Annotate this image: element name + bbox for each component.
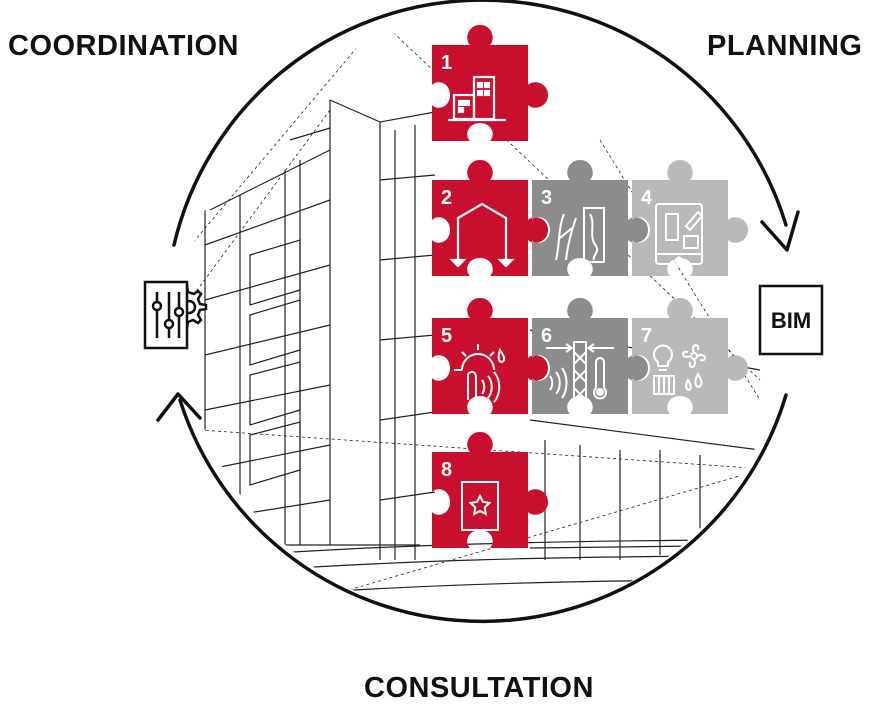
- timber-wood-icon: [555, 207, 605, 263]
- puzzle-piece-4: 4: [632, 160, 748, 276]
- piece-number: 2: [441, 187, 452, 209]
- piece-number: 8: [441, 459, 452, 481]
- cycle-arc-top: [172, 0, 788, 247]
- phase-label-coordination: COORDINATION: [8, 30, 240, 62]
- cycle-arc-right: [178, 393, 788, 624]
- cycle-arrowhead-right: [760, 210, 800, 252]
- piece-number: 1: [441, 52, 452, 74]
- weather-sun-rain-icon: [454, 344, 506, 403]
- puzzle-piece-3: 3: [532, 160, 648, 276]
- puzzle-piece-8: 8: [432, 432, 548, 548]
- certificate-star-icon: [461, 481, 499, 531]
- puzzle-piece-7: 7: [632, 298, 748, 414]
- puzzle-pieces: 1 2: [432, 25, 748, 548]
- piece-shape: [532, 298, 648, 414]
- piece-number: 6: [541, 325, 552, 347]
- structure-frame-icon: [449, 202, 515, 268]
- piece-shape: [632, 160, 748, 276]
- street-lines: [184, 539, 781, 601]
- piece-number: 5: [441, 325, 452, 347]
- phase-label-planning: PLANNING: [707, 30, 863, 62]
- piece-number: 3: [541, 187, 552, 209]
- tablet-document-icon: [655, 203, 704, 265]
- cycle-arrowhead-left: [156, 392, 202, 422]
- settings-sliders-icon: [143, 280, 208, 350]
- cycle-circle: [172, 0, 788, 624]
- bim-box: BIM: [758, 284, 824, 356]
- piece-shape: [432, 160, 548, 276]
- building-services-icon: [653, 344, 706, 395]
- building-left-facade: [204, 99, 381, 560]
- puzzle-piece-5: 5: [432, 298, 548, 414]
- piece-shape: [532, 160, 648, 276]
- puzzle-piece-6: 6: [532, 298, 648, 414]
- piece-number: 7: [641, 325, 652, 347]
- insulation-thermometer-icon: [546, 341, 614, 403]
- piece-number: 4: [641, 187, 653, 209]
- buildings-icon: [448, 75, 506, 122]
- puzzle-piece-2: 2: [432, 160, 548, 276]
- puzzle-piece-1: 1: [432, 25, 548, 141]
- phase-label-consultation: CONSULTATION: [364, 672, 594, 704]
- bim-label: BIM: [771, 308, 811, 333]
